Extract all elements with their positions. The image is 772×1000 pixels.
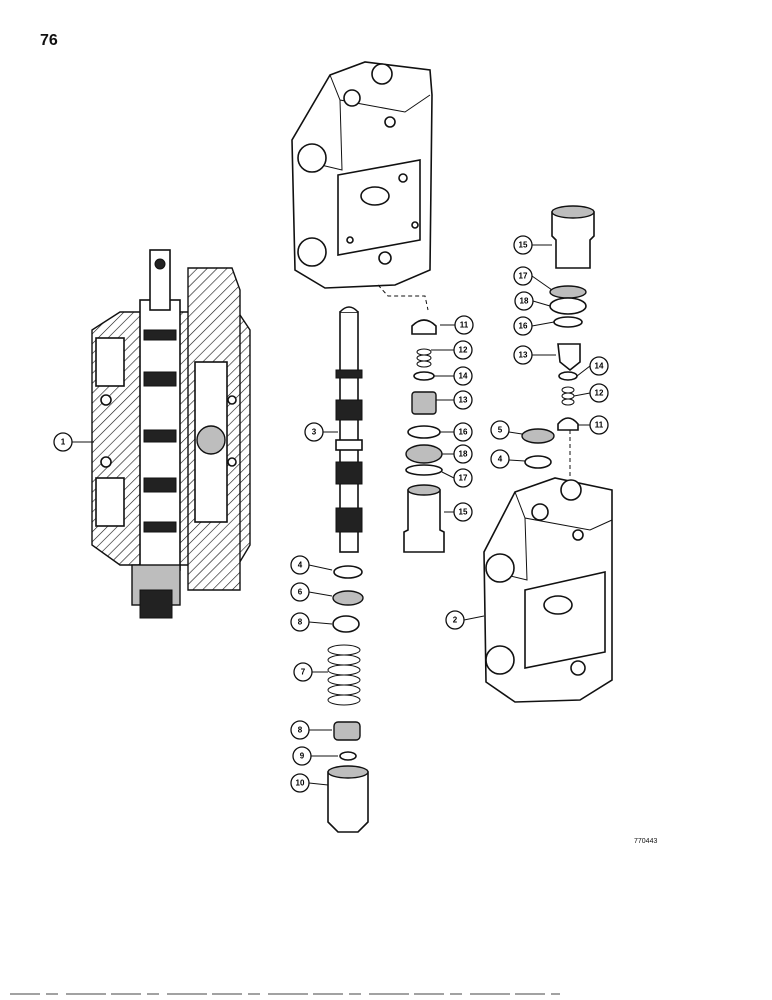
callout-18-right: 18 xyxy=(514,291,534,311)
callout-11-right: 11 xyxy=(589,415,609,435)
svg-text:15: 15 xyxy=(459,508,468,517)
svg-text:1: 1 xyxy=(61,438,66,447)
ring-17 xyxy=(405,464,443,476)
svg-text:14: 14 xyxy=(459,372,468,381)
cap-10 xyxy=(327,771,369,833)
callout-11-middle: 11 xyxy=(454,315,474,335)
svg-text:3: 3 xyxy=(312,428,317,437)
poppet-11-right xyxy=(557,417,579,431)
callout-14-middle: 14 xyxy=(453,366,473,386)
o-ring-14 xyxy=(413,371,435,381)
callout-16-middle: 16 xyxy=(453,422,473,442)
svg-text:9: 9 xyxy=(300,752,305,761)
callout-9: 9 xyxy=(292,746,312,766)
figure-code: 770443 xyxy=(634,838,658,845)
svg-text:18: 18 xyxy=(520,297,529,306)
plug-15-right xyxy=(551,211,595,269)
svg-text:16: 16 xyxy=(459,428,468,437)
svg-text:4: 4 xyxy=(498,455,503,464)
svg-text:10: 10 xyxy=(296,779,305,788)
callout-5: 5 xyxy=(490,420,510,440)
svg-text:2: 2 xyxy=(453,616,458,625)
callout-17-right: 17 xyxy=(513,266,533,286)
svg-text:14: 14 xyxy=(595,362,604,371)
svg-text:15: 15 xyxy=(519,241,528,250)
spring-12 xyxy=(416,348,432,368)
retainer-8-upper xyxy=(332,615,360,633)
callout-2: 2 xyxy=(445,610,465,630)
o-ring-4-right xyxy=(524,455,552,469)
svg-text:7: 7 xyxy=(301,668,306,677)
plunger-13 xyxy=(411,391,437,415)
callout-7: 7 xyxy=(293,662,313,682)
callout-8-lower: 8 xyxy=(290,720,310,740)
page-number: 76 xyxy=(40,32,58,49)
leader-lines xyxy=(72,244,591,786)
svg-text:5: 5 xyxy=(498,426,503,435)
callout-10: 10 xyxy=(290,773,310,793)
ring-17-right xyxy=(549,285,587,299)
svg-text:12: 12 xyxy=(595,389,604,398)
callout-13-middle: 13 xyxy=(453,390,473,410)
callout-4-right: 4 xyxy=(490,449,510,469)
ring-16 xyxy=(407,425,441,439)
svg-text:11: 11 xyxy=(460,321,469,330)
poppet-11 xyxy=(411,319,437,335)
callout-4: 4 xyxy=(290,555,310,575)
o-ring-4 xyxy=(333,565,363,579)
callout-6: 6 xyxy=(290,582,310,602)
callout-12-middle: 12 xyxy=(453,340,473,360)
spring-12-right xyxy=(561,386,575,406)
svg-text:17: 17 xyxy=(519,272,528,281)
callout-17-middle: 17 xyxy=(453,468,473,488)
spool xyxy=(335,306,363,553)
callout-15-right: 15 xyxy=(513,235,533,255)
callout-8-upper: 8 xyxy=(290,612,310,632)
svg-text:6: 6 xyxy=(298,588,303,597)
svg-text:11: 11 xyxy=(595,421,604,430)
callout-18-middle: 18 xyxy=(453,444,473,464)
svg-text:17: 17 xyxy=(459,474,468,483)
callout-16-right: 16 xyxy=(513,316,533,336)
lower-valve-body xyxy=(483,430,613,703)
washer-6 xyxy=(332,590,364,606)
callout-13-right: 13 xyxy=(513,345,533,365)
backup-18-right xyxy=(549,297,587,315)
upper-valve-body xyxy=(291,61,433,311)
seal-5 xyxy=(521,428,555,444)
svg-text:8: 8 xyxy=(298,726,303,735)
retainer-8-lower xyxy=(333,721,361,741)
callout-1: 1 xyxy=(53,432,73,452)
svg-text:8: 8 xyxy=(298,618,303,627)
svg-text:16: 16 xyxy=(519,322,528,331)
spring-7 xyxy=(327,644,361,706)
callout-14-right: 14 xyxy=(589,356,609,376)
svg-text:13: 13 xyxy=(459,396,468,405)
svg-text:13: 13 xyxy=(519,351,528,360)
callout-3: 3 xyxy=(304,422,324,442)
svg-text:12: 12 xyxy=(459,346,468,355)
ring-9 xyxy=(339,751,357,761)
svg-text:4: 4 xyxy=(298,561,303,570)
callout-15-middle: 15 xyxy=(453,502,473,522)
backup-18 xyxy=(405,444,443,464)
plunger-13-right xyxy=(557,343,581,372)
valve-section-view xyxy=(91,249,251,619)
plug-15 xyxy=(403,489,445,553)
svg-text:18: 18 xyxy=(459,450,468,459)
o-ring-14-right xyxy=(558,371,578,381)
callout-12-right: 12 xyxy=(589,383,609,403)
ring-16-right xyxy=(553,316,583,328)
